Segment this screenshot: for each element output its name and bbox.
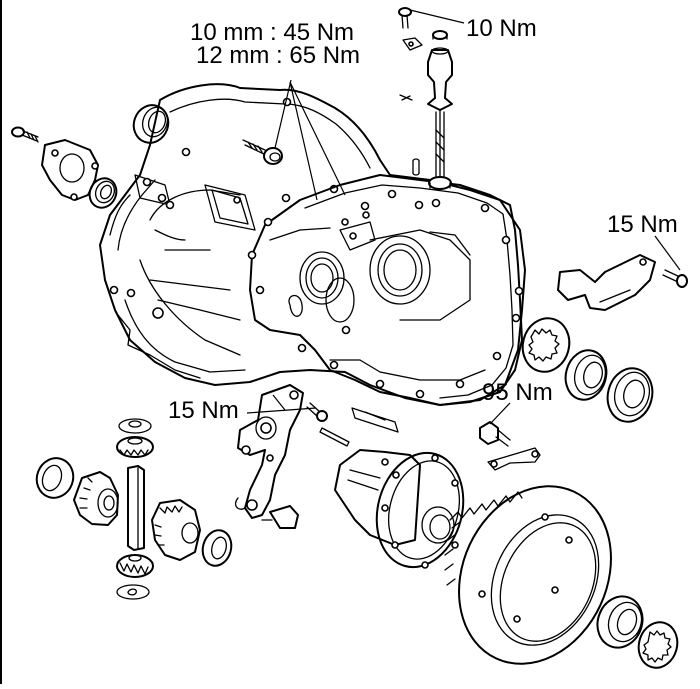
bracket-plate: [487, 447, 541, 471]
pinion-gear-bottom: [116, 554, 154, 578]
torque-label-side-bracket: 15 Nm: [607, 211, 678, 238]
side-thrust-washer-right: [201, 529, 233, 567]
ring-gear: [444, 485, 612, 665]
release-bearing-retainer: [41, 139, 99, 201]
transaxle-housing: [247, 174, 524, 406]
pinion-shaft: [127, 465, 145, 551]
side-bracket-bolt: [654, 235, 688, 288]
bearing-right: [564, 349, 608, 401]
thrust-washer-bottom: [116, 584, 150, 600]
torque-label-housing-bolts-12mm: 12 mm : 65 Nm: [196, 42, 361, 69]
pinion-gear-top: [116, 436, 154, 458]
o-ring: [412, 158, 420, 176]
thrust-washer-top: [118, 418, 152, 434]
breather-hole: [288, 294, 303, 317]
torque-label-shift-lever: 15 Nm: [168, 397, 239, 424]
oil-seal-left: [88, 177, 118, 209]
differential-case: [334, 449, 465, 569]
torque-label-plug-bolt: 95 Nm: [482, 379, 553, 406]
speedometer-bolt: [398, 7, 465, 29]
pin: [319, 427, 350, 447]
torque-label-housing-bolts-10mm: 10 mm : 45 Nm: [190, 19, 355, 46]
oil-seal-right: [606, 367, 654, 423]
snap-ring-bottom: [637, 621, 679, 669]
shift-lever-assembly: [234, 384, 317, 519]
lock-plate: [351, 407, 399, 433]
housing-bolt: [242, 79, 346, 201]
speedometer-clamp: [402, 37, 423, 51]
plug-bolt: [479, 402, 511, 447]
shift-pivot-bolt: [261, 505, 299, 529]
oil-seal-top: [132, 104, 170, 144]
bearing-bottom: [596, 595, 644, 649]
side-bracket: [557, 254, 656, 311]
shift-bracket-bolt: [306, 402, 328, 422]
speedometer-drive-gear: [427, 30, 453, 190]
clutch-housing: [99, 83, 526, 406]
torque-label-speedometer-clamp: 10 Nm: [466, 15, 537, 42]
side-gear-left: [73, 471, 119, 526]
retainer-bolt: [11, 126, 39, 143]
side-gear-right: [151, 499, 201, 561]
snap-clip: [399, 94, 413, 101]
snap-ring-right: [521, 317, 571, 373]
side-thrust-washer-left: [35, 457, 75, 499]
